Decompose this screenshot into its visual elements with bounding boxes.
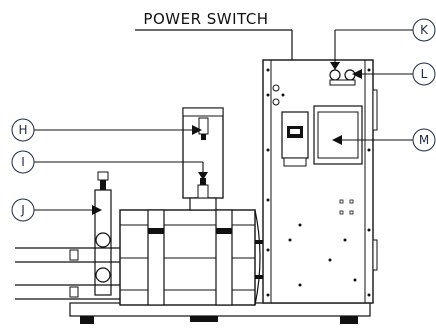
display-panel <box>313 105 363 165</box>
callout-k-label: K <box>420 23 429 37</box>
callout-m-label: M <box>419 133 429 147</box>
callout-h: H <box>11 118 202 142</box>
callout-l: L <box>352 62 436 86</box>
power-switch-title: POWER SWITCH <box>143 10 268 28</box>
drum <box>119 209 263 306</box>
callout-j-label: J <box>20 203 25 217</box>
pipes <box>15 171 120 300</box>
callout-h-label: H <box>18 123 27 137</box>
power-switch[interactable] <box>281 111 309 167</box>
top-connectors <box>329 69 356 86</box>
control-cabinet <box>262 59 378 304</box>
callout-l-label: L <box>421 67 428 81</box>
callout-j: J <box>11 198 102 222</box>
callout-m: M <box>332 128 436 152</box>
pump-fitting <box>189 178 217 211</box>
callout-i: I <box>11 150 208 180</box>
callout-i-label: I <box>21 155 25 169</box>
callout-k: K <box>330 18 436 70</box>
